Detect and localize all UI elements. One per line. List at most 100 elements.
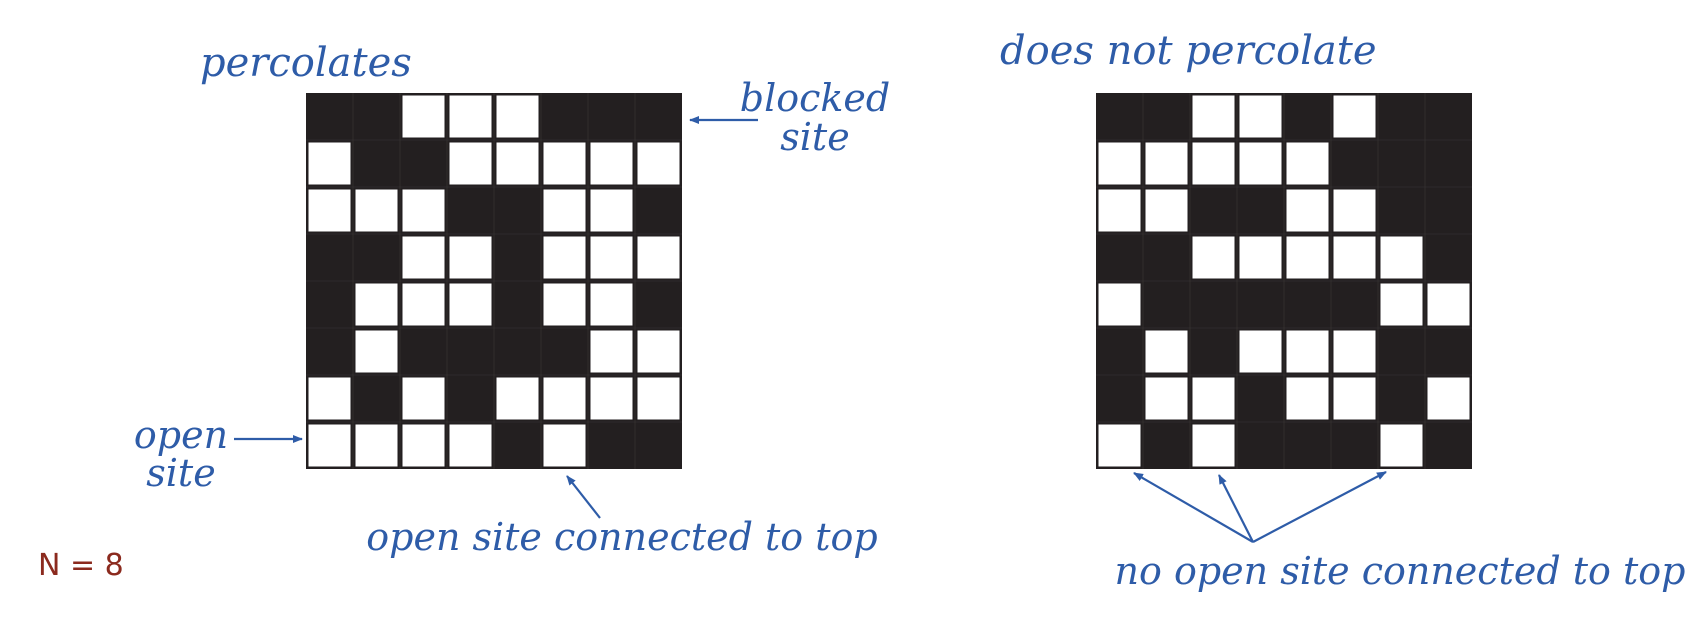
open-site <box>1333 95 1376 138</box>
blocked-site <box>1143 422 1190 469</box>
open-site <box>496 377 539 420</box>
blocked-site <box>494 281 541 328</box>
open-site <box>308 424 351 467</box>
open-site <box>355 424 398 467</box>
blocked-site <box>1378 328 1425 375</box>
blocked-site <box>541 328 588 375</box>
not-connected-arrow-3 <box>1252 471 1387 543</box>
blocked-site <box>306 328 353 375</box>
grid-does-not-percolate <box>1096 93 1472 469</box>
open-site <box>1145 330 1188 373</box>
open-site <box>637 330 680 373</box>
blocked-site <box>1190 187 1237 234</box>
open-site <box>1333 330 1376 373</box>
open-site <box>1333 189 1376 232</box>
blocked-site <box>1237 422 1284 469</box>
open-site <box>355 283 398 326</box>
connected-label: open site connected to top <box>366 515 877 559</box>
open-site <box>1239 236 1282 279</box>
n-label: N = 8 <box>38 548 124 583</box>
not-connected-arrow-1 <box>1133 472 1254 543</box>
blocked-site <box>1190 328 1237 375</box>
blocked-site <box>306 234 353 281</box>
open-site <box>449 142 492 185</box>
left-title: percolates <box>200 40 412 86</box>
blocked-site <box>1425 328 1472 375</box>
blocked-site <box>1237 375 1284 422</box>
blocked-site <box>400 328 447 375</box>
open-site <box>1239 95 1282 138</box>
blocked-site <box>1284 281 1331 328</box>
open-site <box>1192 95 1235 138</box>
blocked-site <box>588 422 635 469</box>
open-site <box>590 377 633 420</box>
open-site <box>402 95 445 138</box>
right-title: does not percolate <box>1000 28 1377 74</box>
open-site <box>496 95 539 138</box>
open-site <box>1192 142 1235 185</box>
blocked-site <box>1190 281 1237 328</box>
blocked-site <box>1425 187 1472 234</box>
open-site <box>543 424 586 467</box>
blocked-site <box>1378 187 1425 234</box>
blocked-site <box>447 328 494 375</box>
blocked-site <box>1425 234 1472 281</box>
open-site <box>1380 283 1423 326</box>
blocked-site <box>306 93 353 140</box>
blocked-site-label-line2: site <box>780 115 849 159</box>
blocked-site <box>541 93 588 140</box>
open-site <box>1427 283 1470 326</box>
blocked-site <box>353 140 400 187</box>
open-site <box>308 189 351 232</box>
blocked-site <box>1096 328 1143 375</box>
not-connected-arrow-2 <box>1218 474 1254 543</box>
open-site <box>1098 424 1141 467</box>
open-site <box>402 189 445 232</box>
open-site <box>1145 377 1188 420</box>
blocked-site <box>588 93 635 140</box>
open-site <box>1098 142 1141 185</box>
blocked-site <box>353 93 400 140</box>
open-site <box>1286 330 1329 373</box>
open-site <box>590 330 633 373</box>
blocked-site <box>1143 234 1190 281</box>
blocked-site <box>1331 281 1378 328</box>
open-site <box>449 424 492 467</box>
blocked-site <box>1378 93 1425 140</box>
blocked-site <box>400 140 447 187</box>
open-site <box>1286 236 1329 279</box>
open-site <box>1145 189 1188 232</box>
open-site <box>637 377 680 420</box>
open-site <box>1192 377 1235 420</box>
open-site <box>543 189 586 232</box>
blocked-site <box>635 93 682 140</box>
open-site <box>1286 189 1329 232</box>
blocked-site <box>494 422 541 469</box>
blocked-site <box>1425 422 1472 469</box>
open-site-label-line2: site <box>146 451 215 495</box>
open-site <box>1145 142 1188 185</box>
open-site <box>1098 283 1141 326</box>
open-site <box>1380 424 1423 467</box>
blocked-site <box>494 234 541 281</box>
open-site <box>1380 236 1423 279</box>
open-site <box>1333 236 1376 279</box>
open-site <box>590 189 633 232</box>
blocked-site <box>1331 140 1378 187</box>
blocked-site <box>1237 187 1284 234</box>
open-site <box>543 377 586 420</box>
blocked-site <box>1378 140 1425 187</box>
open-site <box>543 283 586 326</box>
blocked-site <box>1143 281 1190 328</box>
grid-percolates <box>306 93 682 469</box>
not-connected-label: no open site connected to top <box>1115 549 1686 593</box>
open-site <box>543 142 586 185</box>
blocked-site <box>494 328 541 375</box>
open-site <box>590 236 633 279</box>
blocked-site <box>447 187 494 234</box>
blocked-site <box>1378 375 1425 422</box>
open-site-label-line1: open <box>134 413 228 457</box>
blocked-site <box>635 187 682 234</box>
open-site <box>590 283 633 326</box>
